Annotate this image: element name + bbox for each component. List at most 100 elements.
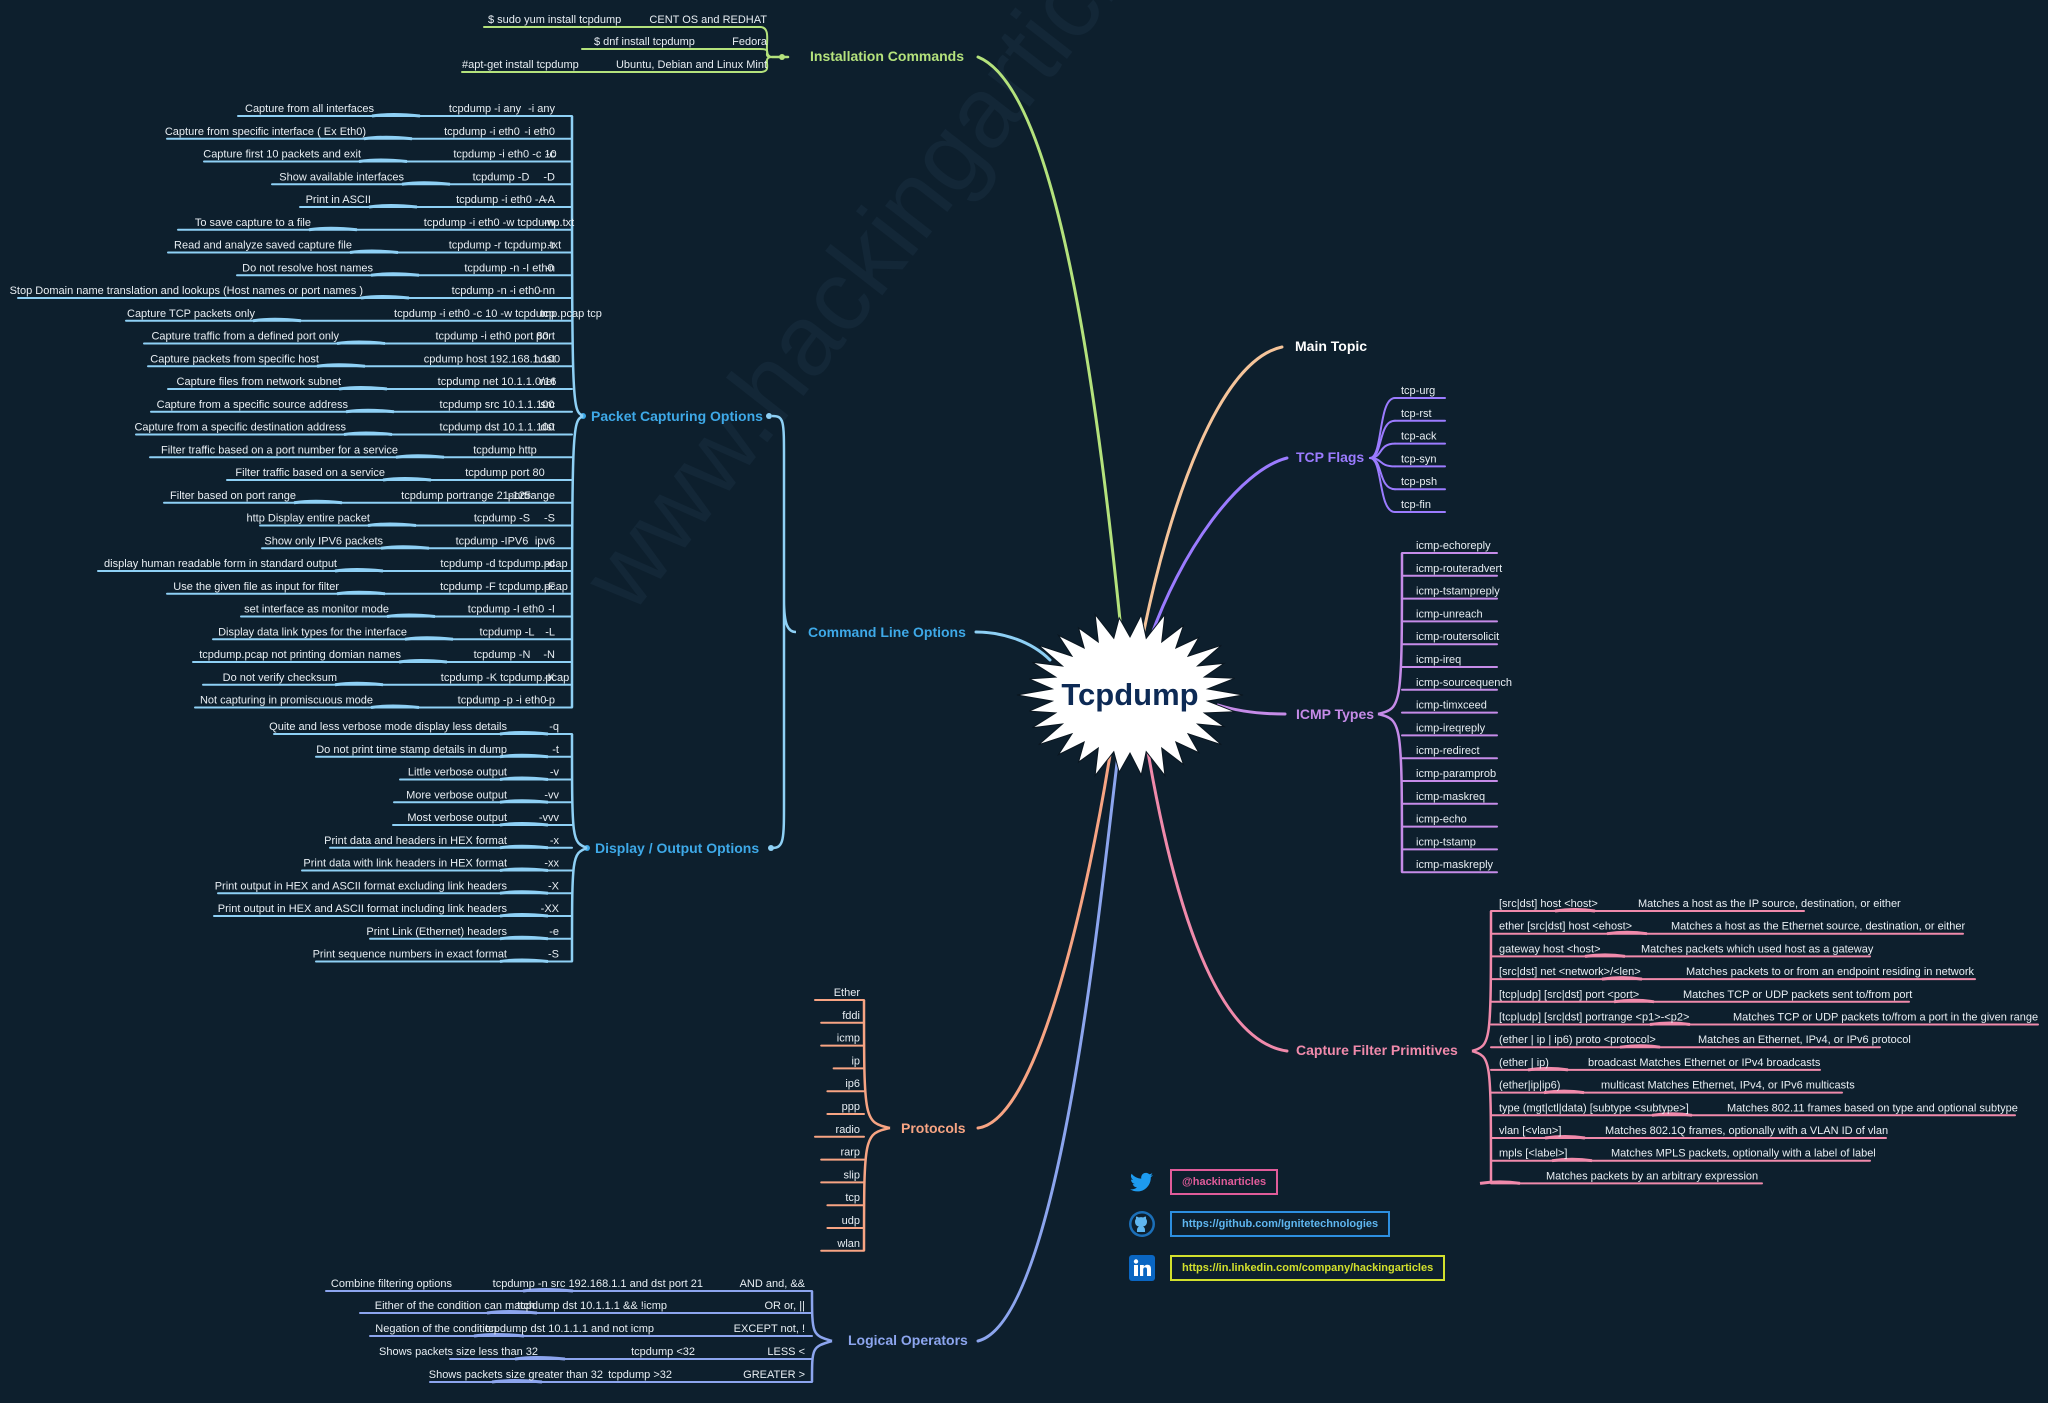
packet-option-command: tcpdump -i any xyxy=(449,103,522,115)
capture-filter-sub-connector xyxy=(1551,1157,1593,1163)
capture-filter-sub-connector xyxy=(1554,908,1596,913)
display-option-flag: -v xyxy=(550,767,560,779)
tcp-flag-item: tcp-psh xyxy=(1401,476,1437,488)
packet-option-description: Show only IPV6 packets xyxy=(264,535,383,547)
packet-option-command: tcpdump -L xyxy=(479,626,534,638)
capture-filter-primitive: (ether|ip|ip6) xyxy=(1499,1080,1560,1092)
packet-sub-connector xyxy=(293,499,343,505)
packet-option-flag: -i any xyxy=(528,103,555,115)
tcp-flag-connector xyxy=(1369,419,1396,459)
install-item-connector xyxy=(759,56,773,73)
packet-option-flag: -I xyxy=(548,604,555,616)
display-option-flag: -vvv xyxy=(539,812,560,824)
linkedin-link[interactable]: https://in.linkedin.com/company/hackinga… xyxy=(1170,1255,1446,1281)
github-icon xyxy=(1128,1210,1156,1238)
packet-option-description: Filter based on port range xyxy=(170,490,296,502)
display-option-flag: -xx xyxy=(544,858,559,870)
capture-filter-primitive: (ether | ip | ip6) proto <protocol> xyxy=(1499,1034,1656,1046)
protocols-bracket xyxy=(862,999,891,1251)
display-option-description: Quite and less verbose mode display less… xyxy=(269,721,507,733)
central-topic[interactable]: Tcpdump xyxy=(1016,612,1244,778)
capture-filter-sub-connector xyxy=(1649,1021,1691,1026)
social-github[interactable]: https://github.com/Ignitetechnologies xyxy=(1128,1210,1391,1238)
packet-option-flag: -F xyxy=(545,581,556,593)
logical-sub-connector xyxy=(473,1333,525,1338)
packet-option-command: tcpdump -I eth0 xyxy=(468,604,544,616)
protocol-item: radio xyxy=(836,1124,860,1136)
install-dot xyxy=(779,54,785,60)
packet-bracket xyxy=(570,115,584,708)
packet-option-description: display human readable form in standard … xyxy=(104,558,337,570)
capture-filter-primitive: mpls [<label>] xyxy=(1499,1148,1567,1160)
install-os-label: CENT OS and REDHAT xyxy=(649,14,767,26)
packet-option-description: Filter traffic based on a port number fo… xyxy=(161,444,398,456)
icmp-branch-connector xyxy=(1216,703,1287,716)
icmp-type-item: icmp-echo xyxy=(1416,814,1467,826)
capture-filter-primitive: [tcp|udp] [src|dst] port <port> xyxy=(1499,989,1639,1001)
logical-sub-connector xyxy=(486,1310,538,1315)
display-option-description: Do not print time stamp details in dump xyxy=(316,744,507,756)
protocol-item: ip6 xyxy=(845,1078,860,1090)
tcpflags-branch-connector xyxy=(1146,456,1289,647)
packet-sub-connector xyxy=(336,590,386,596)
display-option-flag: -XX xyxy=(541,903,560,915)
packet-option-command: tcpdump port 80 xyxy=(465,467,545,479)
icmp-type-item: icmp-ireq xyxy=(1416,654,1461,666)
protocol-item: ip xyxy=(851,1055,860,1067)
social-twitter[interactable]: @hackinarticles xyxy=(1128,1168,1279,1196)
display-option-description: Print output in HEX and ASCII format inc… xyxy=(218,903,508,915)
node-layer: Installation Commands$ sudo yum install … xyxy=(10,14,2039,1381)
packet-option-command: tcpdump -i eth0 xyxy=(444,126,520,138)
packet-option-description: Capture files from network subnet xyxy=(177,376,341,388)
twitter-handle[interactable]: @hackinarticles xyxy=(1170,1169,1279,1195)
logical-bracket xyxy=(810,1290,833,1383)
capture-filter-primitive: (ether | ip) xyxy=(1499,1057,1549,1069)
capture-branch-connector xyxy=(1146,750,1289,1053)
capture-filter-primitive: ether [src|dst] host <ehost> xyxy=(1499,921,1632,933)
packet-option-command: tcpdump dst 10.1.1.100 xyxy=(440,422,555,434)
icmp-title: ICMP Types xyxy=(1296,706,1374,722)
display-sub-connector xyxy=(499,867,549,872)
icmp-type-item: icmp-echoreply xyxy=(1416,540,1491,552)
display-sub-connector xyxy=(499,844,549,850)
tcp-flag-item: tcp-rst xyxy=(1401,408,1432,420)
packet-option-description: To save capture to a file xyxy=(195,217,311,229)
packet-option-description: Do not verify checksum xyxy=(223,672,337,684)
packet-option-command: tcpdump http xyxy=(473,444,537,456)
protocol-item: slip xyxy=(843,1169,860,1181)
packet-option-command: tcpdump -D xyxy=(473,171,530,183)
packet-option-description: Capture from all interfaces xyxy=(245,103,374,115)
install-os-label: Fedora xyxy=(732,36,768,48)
display-output-title: Display / Output Options xyxy=(595,840,759,856)
packet-sub-connector xyxy=(395,454,445,459)
packet-sub-connector xyxy=(386,613,436,618)
capture-filter-description: Matches a host as the IP source, destina… xyxy=(1638,898,1901,910)
logical-operator: OR or, || xyxy=(764,1300,805,1312)
logical-sub-connector xyxy=(491,1379,543,1384)
packet-sub-connector xyxy=(308,226,358,232)
protocol-item: icmp xyxy=(837,1033,860,1045)
packet-option-command: tcpdump -p -i eth0 xyxy=(458,695,547,707)
packet-option-flag: -n xyxy=(545,262,555,274)
connector-layer xyxy=(17,26,2039,1384)
icmp-type-item: icmp-timxceed xyxy=(1416,700,1487,712)
packet-sub-connector xyxy=(398,659,448,664)
display-option-description: Most verbose output xyxy=(407,812,507,824)
social-linkedin[interactable]: https://in.linkedin.com/company/hackinga… xyxy=(1128,1254,1446,1282)
packet-option-description: http Display entire packet xyxy=(246,513,370,525)
install-os-label: Ubuntu, Debian and Linux Mint xyxy=(616,59,767,71)
display-sub-connector xyxy=(499,913,549,918)
tcp-flag-connector xyxy=(1369,457,1396,513)
protocol-item: fddi xyxy=(842,1010,860,1022)
packet-option-command: tcpdump -K tcpdump.pcap xyxy=(441,672,569,684)
github-link[interactable]: https://github.com/Ignitetechnologies xyxy=(1170,1211,1391,1237)
packet-option-flag: ipv6 xyxy=(535,535,555,547)
logical-description: Combine filtering options xyxy=(331,1278,453,1290)
display-option-description: Print data and headers in HEX format xyxy=(324,835,507,847)
protocol-item: rarp xyxy=(840,1147,860,1159)
packet-option-command: tcpdump -S xyxy=(474,513,530,525)
display-sub-connector xyxy=(499,776,549,781)
capture-filter-sub-connector xyxy=(1584,953,1626,958)
display-sub-connector xyxy=(499,731,549,736)
tcp-flag-item: tcp-ack xyxy=(1401,431,1437,443)
